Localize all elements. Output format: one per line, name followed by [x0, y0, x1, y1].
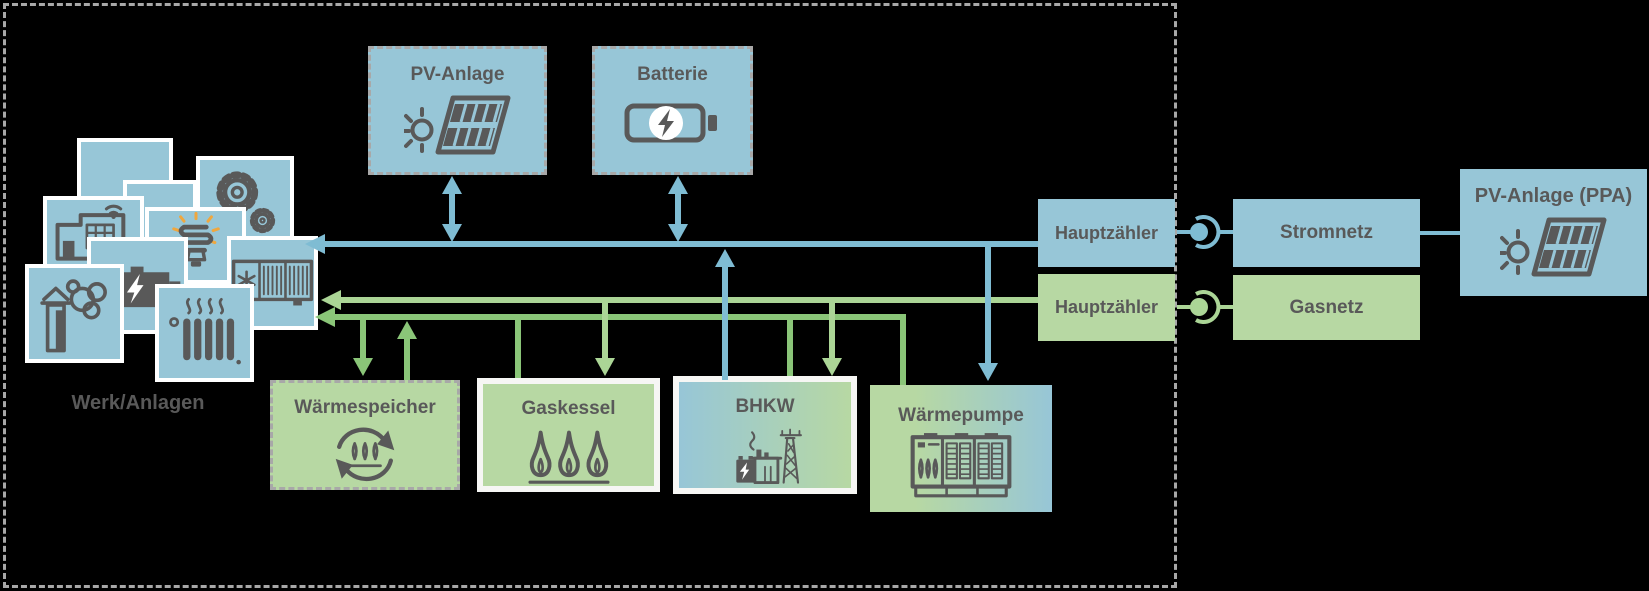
radiator-icon [168, 298, 241, 365]
pv-ppa-label: PV-Anlage (PPA) [1474, 185, 1633, 207]
battery-icon [624, 103, 717, 143]
main-meter-electricity-label: Hauptzähler [1054, 222, 1159, 243]
gas-grid-label: Gasnetz [1289, 296, 1364, 318]
node-chp: BHKW [673, 376, 857, 494]
node-heat-pump: Wärmepumpe [870, 385, 1052, 512]
node-gas-boiler: Gaskessel [477, 378, 660, 492]
node-chp-label: BHKW [735, 396, 795, 417]
node-gas-boiler-label: Gaskessel [521, 398, 616, 419]
main-meter-gas-label: Hauptzähler [1054, 297, 1159, 317]
heat-cycle-icon [335, 427, 395, 482]
node-pv-ppa: PV-Anlage (PPA) [1460, 169, 1647, 296]
node-battery-label: Batterie [637, 64, 708, 85]
node-main-meter-gas: Hauptzähler [1038, 274, 1175, 341]
cluster-label: Werk/Anlagen [71, 392, 205, 414]
cluster-box-chimney [25, 264, 124, 363]
node-heat-storage-label: Wärmespeicher [294, 397, 436, 418]
solar-panel-icon [1499, 217, 1606, 277]
electricity-meter-icon [1177, 215, 1233, 249]
gas-meter-icon [1177, 290, 1233, 324]
node-power-grid: Stromnetz [1233, 199, 1420, 267]
chimney-smoke-icon [39, 278, 107, 352]
heat-pump-unit-icon [910, 433, 1012, 498]
power-grid-label: Stromnetz [1280, 222, 1373, 243]
node-main-meter-electricity: Hauptzähler [1038, 199, 1175, 267]
node-battery: Batterie [592, 46, 753, 175]
gas-flames-icon [527, 430, 610, 484]
node-pv-label: PV-Anlage [410, 64, 505, 85]
solar-panel-icon [403, 95, 510, 155]
node-heat-pump-label: Wärmepumpe [898, 405, 1024, 426]
site-boundary [3, 3, 1177, 588]
node-heat-storage: Wärmespeicher [270, 380, 460, 490]
power-plant-icon [736, 428, 802, 484]
node-pv: PV-Anlage [368, 46, 547, 175]
cluster-box-radiator [155, 284, 254, 382]
node-gas-grid: Gasnetz [1233, 275, 1420, 340]
